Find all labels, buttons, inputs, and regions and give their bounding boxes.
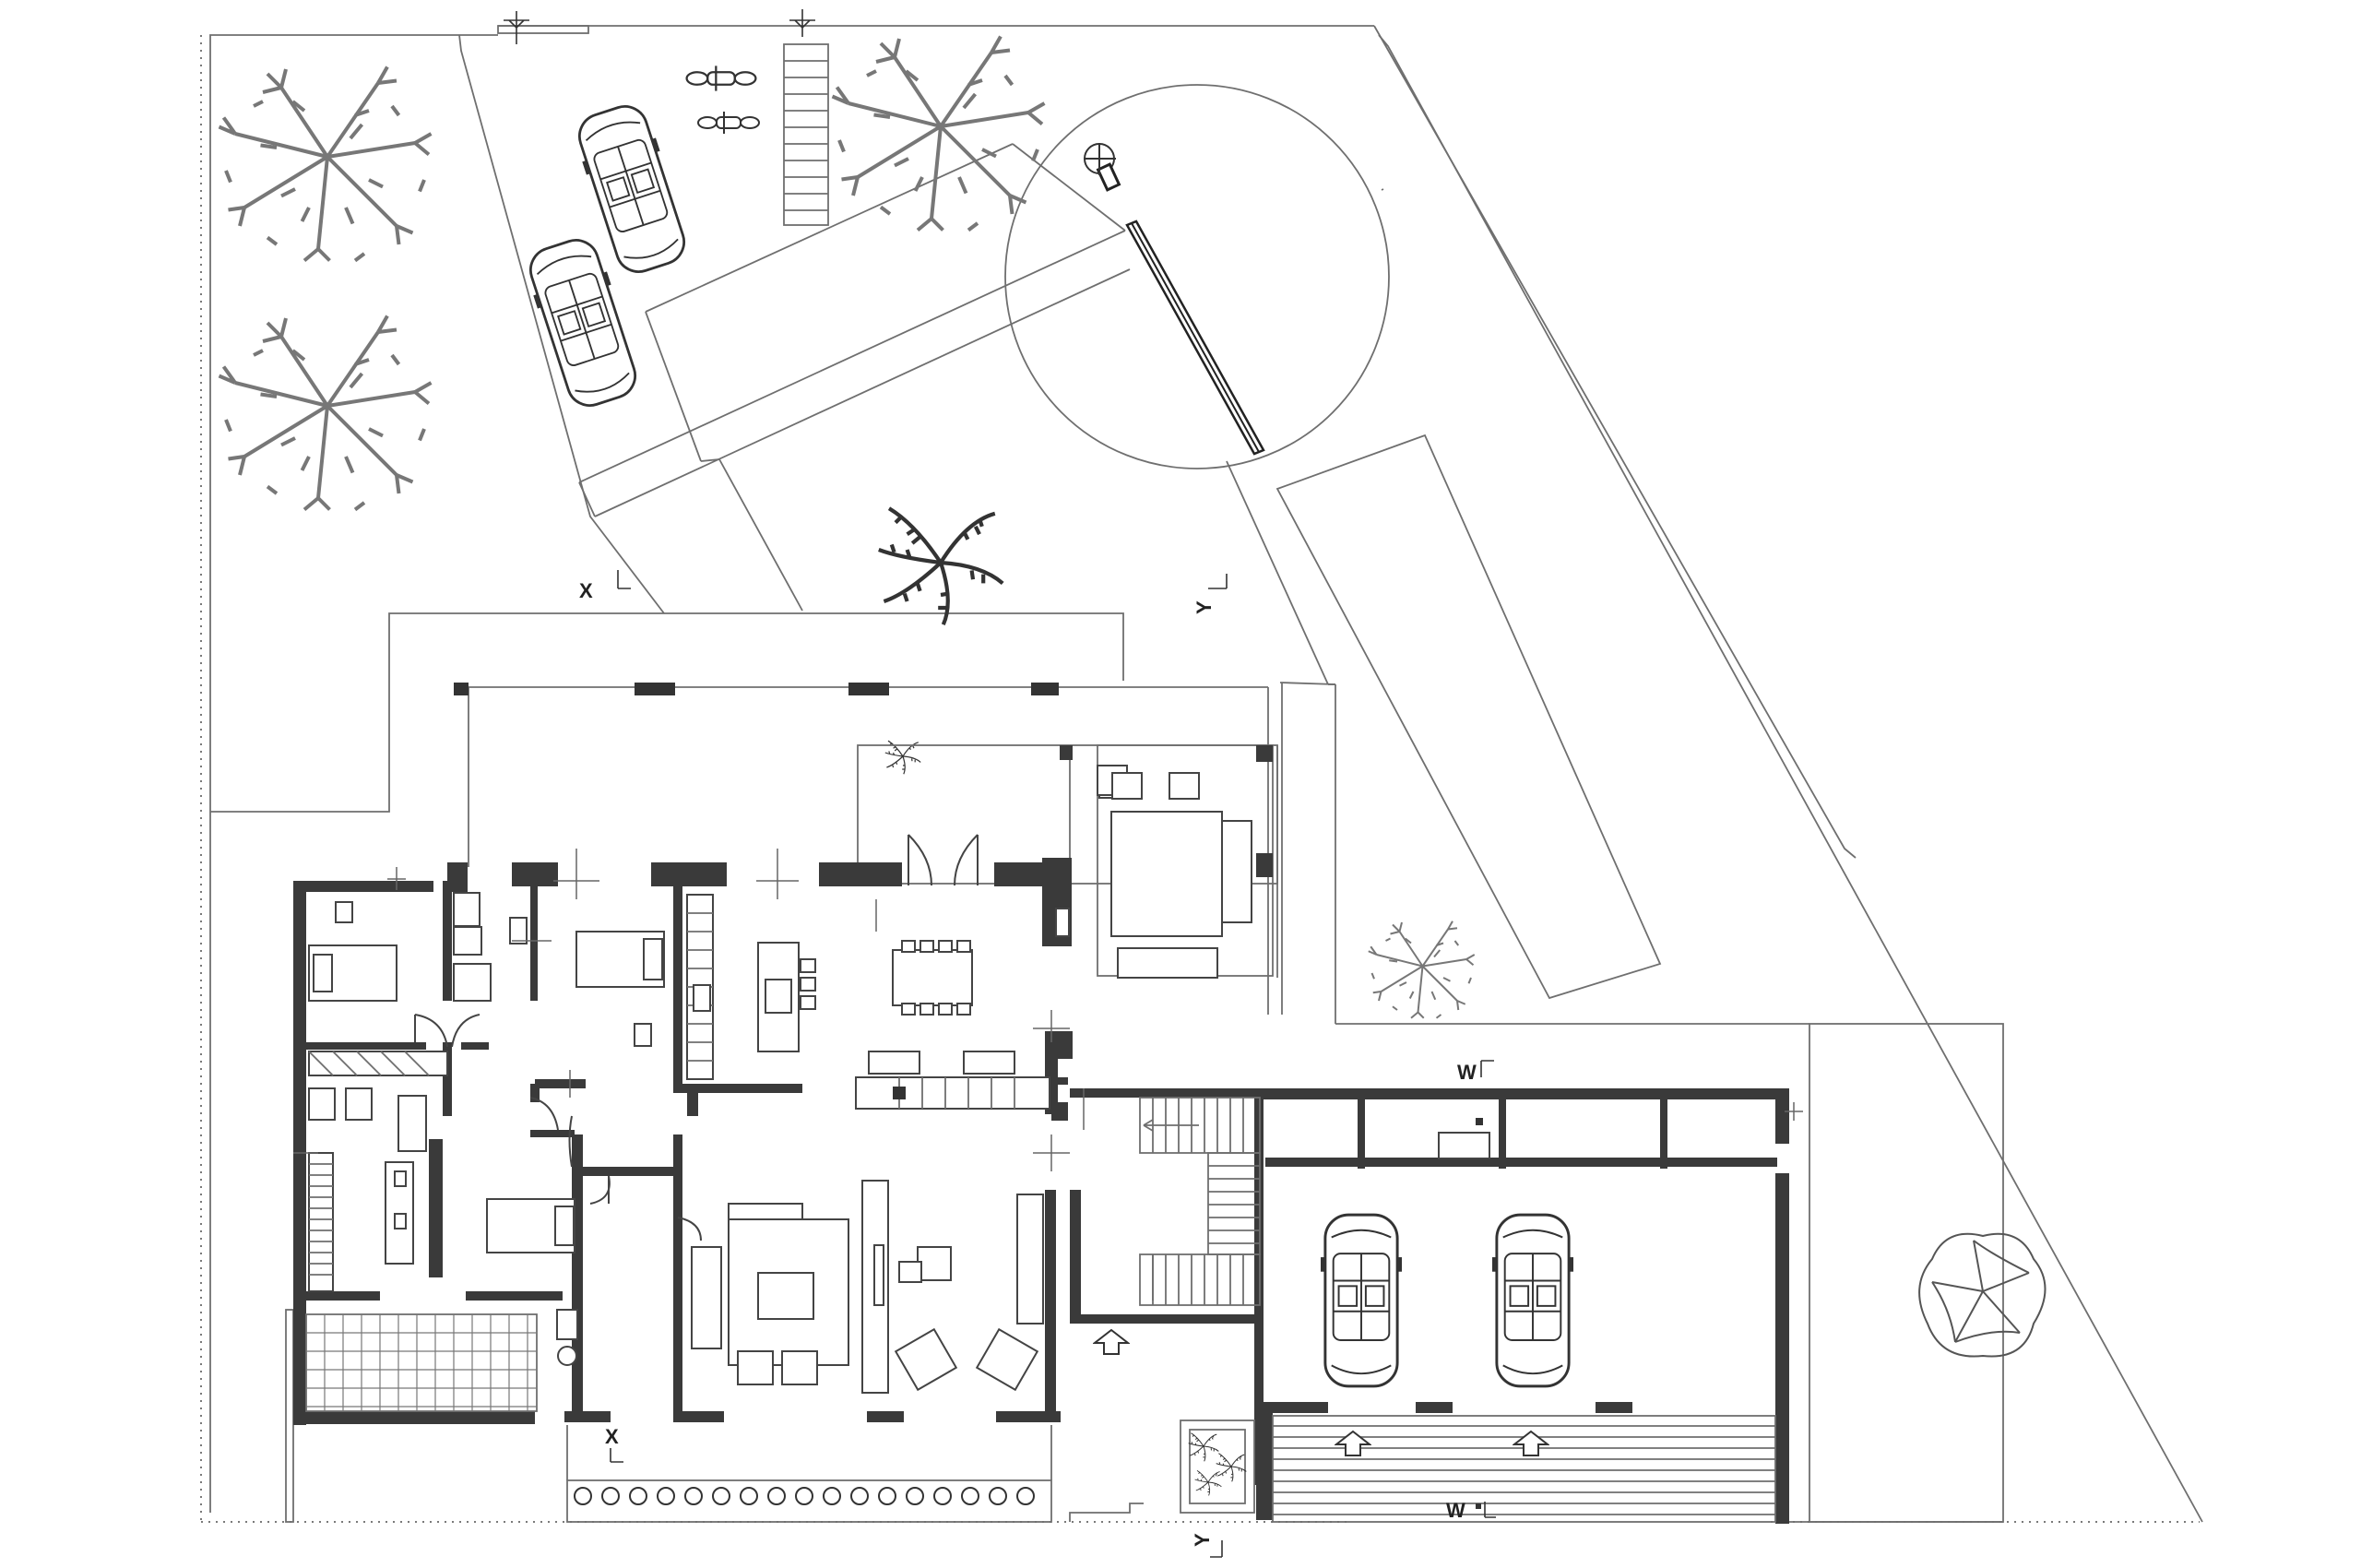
garage-deck xyxy=(1180,1415,1776,1523)
furniture xyxy=(308,765,1490,1394)
section-mark-x-bottom: X xyxy=(605,1425,623,1463)
palm-tree-icon xyxy=(1188,1432,1247,1496)
gate-bar xyxy=(1084,143,1265,456)
planter-strip xyxy=(566,1425,1144,1523)
section-mark-w-bottom: W xyxy=(1446,1499,1496,1522)
terrace-outline xyxy=(210,612,2004,1523)
svg-text:W: W xyxy=(1457,1061,1477,1084)
motorbike-icon xyxy=(685,65,760,135)
staircase xyxy=(1139,1097,1261,1306)
top-edge-marks xyxy=(504,9,815,44)
section-mark-w-top: W xyxy=(1457,1060,1494,1084)
svg-text:Y: Y xyxy=(1192,600,1216,614)
svg-text:X: X xyxy=(579,579,593,602)
svg-text:X: X xyxy=(605,1425,619,1448)
section-mark-y-bottom: Y xyxy=(1191,1533,1223,1558)
svg-text:W: W xyxy=(1446,1499,1465,1522)
section-mark-x-top: X xyxy=(579,570,631,602)
site-boundary xyxy=(200,25,2203,1523)
svg-text:Y: Y xyxy=(1191,1533,1214,1547)
tiled-terrace xyxy=(305,1313,538,1412)
section-mark-y-top: Y xyxy=(1192,574,1228,614)
doors xyxy=(414,834,979,1241)
palm-tree-icon xyxy=(879,508,1003,775)
sofa-icon xyxy=(1117,947,1218,979)
window-ticks xyxy=(293,849,1803,1301)
tree-icon xyxy=(217,34,2047,1358)
driveway xyxy=(458,34,1809,1025)
sofa-icon xyxy=(1221,820,1252,923)
steps xyxy=(783,43,829,226)
